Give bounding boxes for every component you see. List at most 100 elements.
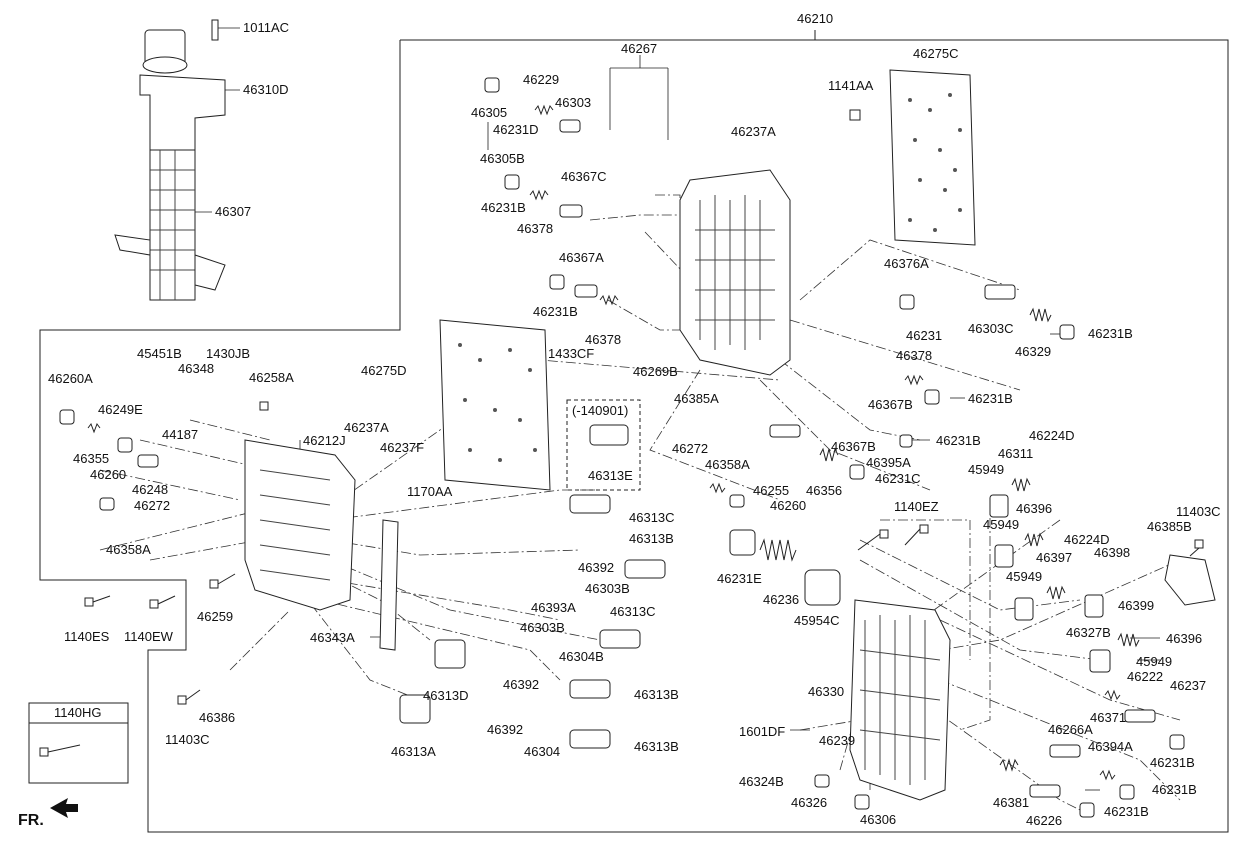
part-label: 46378 (896, 348, 933, 363)
part-label: 46226 (1026, 813, 1063, 828)
part-label: 1140ES (64, 629, 110, 644)
part-label: 46231B (1152, 782, 1197, 797)
part-label: 45451B (137, 346, 182, 361)
part-label: 46381 (993, 795, 1030, 810)
part-label: 46248 (132, 482, 169, 497)
part-label: 1011AC (243, 20, 290, 35)
separator-plate-46275d (439, 319, 551, 491)
part-label: 46394A (1088, 739, 1133, 754)
part-label: 46229 (523, 72, 560, 87)
spool-parts (59, 77, 1185, 818)
fr-arrow-icon (50, 798, 78, 818)
part-label: 1433CF (548, 346, 595, 361)
part-label: 46269B (633, 364, 678, 379)
wiring-harness-46307 (114, 19, 226, 301)
part-label: 46231C (875, 471, 921, 486)
part-label: 1601DF (739, 724, 786, 739)
part-label: 46260 (90, 467, 127, 482)
lower-valve-body (849, 599, 951, 801)
part-label: 46311 (998, 446, 1034, 461)
part-label: 46303C (968, 321, 1014, 336)
part-label: 46259 (197, 609, 234, 624)
part-label: 46378 (517, 221, 554, 236)
gasket-46343a (379, 519, 399, 651)
part-label: 11403C (165, 732, 210, 747)
part-label: 46260A (48, 371, 93, 386)
part-label: 46330 (808, 684, 845, 699)
part-label: 46231D (493, 122, 539, 137)
part-label: 46396 (1166, 631, 1203, 646)
part-label: 46305B (480, 151, 525, 166)
part-label: 46303B (520, 620, 565, 635)
part-label: 11403C (1176, 504, 1221, 519)
part-label: 46395A (866, 455, 911, 470)
part-label: 46275D (361, 363, 407, 378)
part-label: 46355 (73, 451, 110, 466)
part-label: 45949 (968, 462, 1005, 477)
part-label: 46212J (303, 433, 346, 448)
part-label: 46371 (1090, 710, 1127, 725)
part-label: 46255 (753, 483, 790, 498)
upper-valve-body (679, 169, 791, 376)
part-label: 46310D (243, 82, 289, 97)
separator-plate-46275c (889, 69, 976, 246)
part-label: 1140EW (124, 629, 173, 644)
part-label: 46237 (1170, 678, 1207, 693)
part-label: 46358A (705, 457, 750, 472)
part-label: 46324B (739, 774, 784, 789)
part-label: 46304B (559, 649, 604, 664)
part-label: 1141AA (828, 78, 874, 93)
part-label: 45954C (794, 613, 840, 628)
part-label: 46385A (674, 391, 719, 406)
part-label: 46237F (380, 440, 425, 455)
part-label: 46367A (559, 250, 604, 265)
part-label: 46313B (629, 531, 674, 546)
part-label: 1140EZ (894, 499, 939, 514)
part-label: 1140HG (54, 705, 102, 720)
part-label: 46260 (770, 498, 807, 513)
part-label: 46313A (391, 744, 436, 759)
part-label: 46313C (610, 604, 656, 619)
part-label: 46392 (578, 560, 615, 575)
part-label: 46392 (487, 722, 524, 737)
part-label: 46306 (860, 812, 897, 827)
part-label: 46231B (968, 391, 1013, 406)
part-label: 46307 (215, 204, 252, 219)
bracket-46385b (1164, 554, 1216, 606)
part-label: 46266A (1048, 722, 1093, 737)
solenoid-block (244, 439, 356, 611)
solenoid-valves (399, 424, 1111, 749)
part-label: 46397 (1036, 550, 1073, 565)
part-label: (-140901) (572, 403, 629, 418)
part-label: 46399 (1118, 598, 1155, 613)
part-label: 46303 (555, 95, 592, 110)
part-label: 1430JB (206, 346, 251, 361)
part-label: 46237A (344, 420, 389, 435)
part-label: 46329 (1015, 344, 1052, 359)
part-label: 46231B (1150, 755, 1195, 770)
main-assembly-frame (39, 39, 1229, 833)
part-label: 44187 (162, 427, 199, 442)
part-label: 46367C (561, 169, 607, 184)
part-label: 46272 (134, 498, 171, 513)
part-label: 46210 (797, 11, 834, 26)
part-label: 46222 (1127, 669, 1164, 684)
part-label: 46249E (98, 402, 143, 417)
part-label: 46303B (585, 581, 630, 596)
part-label: 45949 (983, 517, 1020, 532)
fr-label: FR. (18, 812, 44, 829)
part-label: 46367B (831, 439, 876, 454)
part-label: 46356 (806, 483, 843, 498)
part-label: 46343A (310, 630, 355, 645)
part-label: 46392 (503, 677, 540, 692)
part-label: 46275C (913, 46, 959, 61)
part-label: 46231B (533, 304, 578, 319)
part-label: 46224D (1029, 428, 1075, 443)
part-label: 46237A (731, 124, 776, 139)
part-label: 46393A (531, 600, 576, 615)
part-label: 45949 (1006, 569, 1043, 584)
part-label: 46305 (471, 105, 508, 120)
part-label: 46236 (763, 592, 800, 607)
